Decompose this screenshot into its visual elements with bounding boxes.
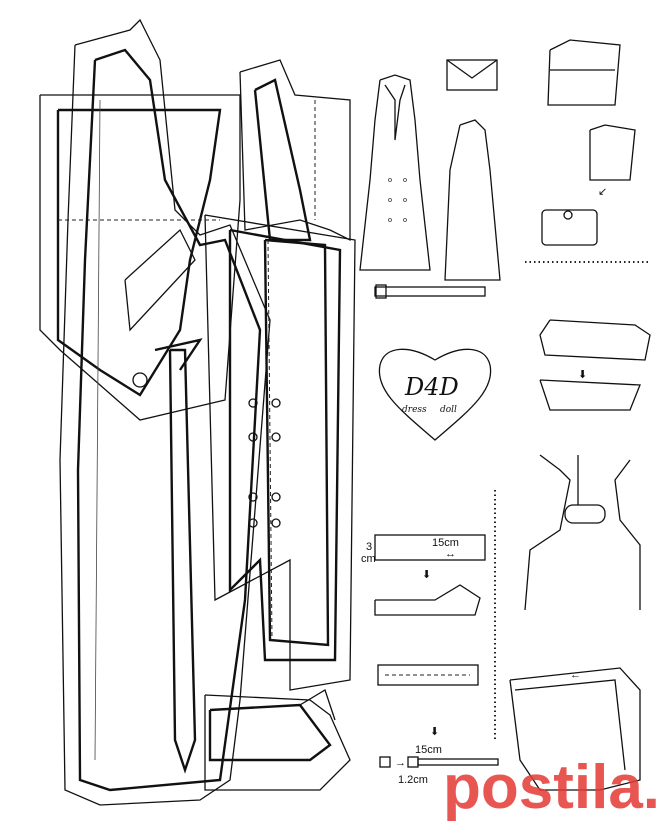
button-holes xyxy=(248,398,281,528)
belt-width-label: 1.2cm xyxy=(398,774,428,786)
svg-text:⬇: ⬇ xyxy=(578,369,587,381)
collar-steps: ⬇ xyxy=(539,319,651,411)
strap-width-number: 3 xyxy=(366,541,372,553)
strap-width-unit: cm xyxy=(361,553,376,565)
clutch-steps: ↙ xyxy=(525,39,650,263)
svg-text:→: → xyxy=(395,757,406,769)
svg-text:↔: ↔ xyxy=(445,548,456,560)
strap-length-label: 15cm xyxy=(432,537,459,549)
back-panel-piece xyxy=(204,214,356,691)
dress-back-sketch xyxy=(444,119,501,281)
belt-sketch xyxy=(374,284,486,299)
pocket-flap-piece xyxy=(204,689,351,791)
logo-main-text: D4D xyxy=(404,373,459,401)
svg-text:↙: ↙ xyxy=(598,186,607,198)
coat-front-piece xyxy=(59,18,271,806)
skirt-detail-sketch: ← xyxy=(509,667,641,791)
svg-text:←: ← xyxy=(570,669,581,681)
svg-text:⬇: ⬇ xyxy=(422,569,431,581)
strap-steps: 3 cm 15cm ↔ ⬇ ⬇ → 15cm 1.2cm xyxy=(361,534,499,786)
bodice-detail-sketch xyxy=(494,454,641,740)
bodice-front-piece xyxy=(39,94,241,421)
logo-doll-text: doll xyxy=(440,405,457,415)
svg-text:⬇: ⬇ xyxy=(430,726,439,738)
dress4doll-logo: D4D dress doll xyxy=(378,348,492,441)
logo-dress-text: dress xyxy=(402,405,427,415)
postila-watermark: postila.ru xyxy=(443,753,660,822)
belt-length-label: 15cm xyxy=(415,744,442,756)
dress-front-sketch xyxy=(359,74,431,271)
clutch-sketch xyxy=(446,59,498,91)
side-back-piece xyxy=(239,59,351,242)
